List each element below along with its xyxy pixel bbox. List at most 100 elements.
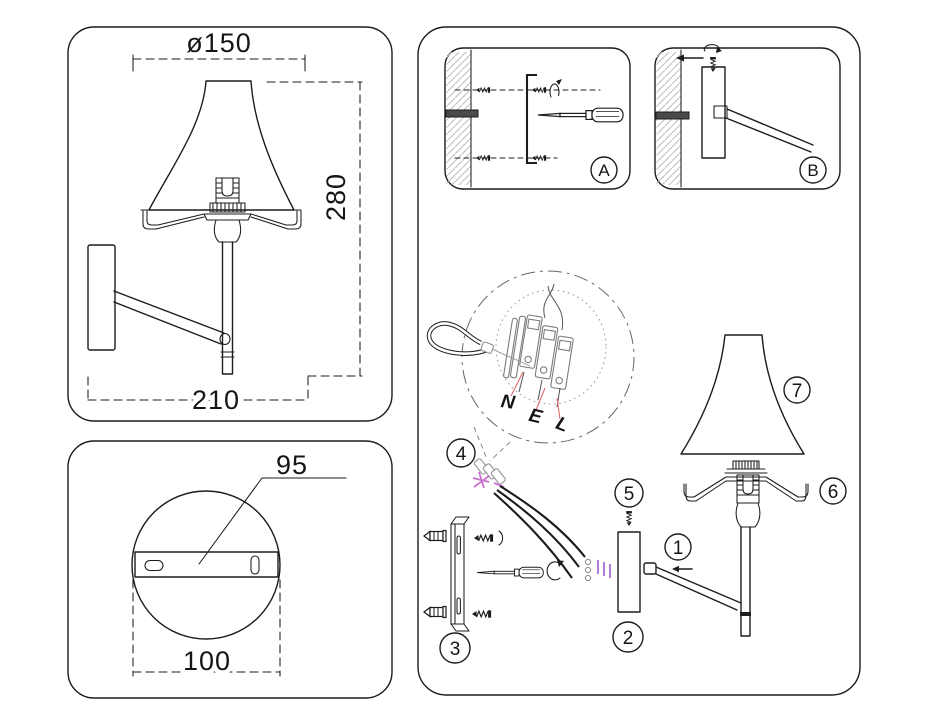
knurled-ring bbox=[209, 202, 246, 213]
backplate-circle bbox=[131, 490, 281, 640]
knurled-ring-6 bbox=[732, 460, 760, 470]
part-6-label: 6 bbox=[828, 482, 839, 503]
part-7-badge: 7 bbox=[783, 376, 811, 404]
part-6-badge: 6 bbox=[819, 477, 847, 505]
rotate-screw-icon-b bbox=[703, 44, 722, 53]
wiring-detail-bubble: N E L bbox=[426, 270, 635, 462]
mounting-bar-edge-b bbox=[655, 111, 690, 120]
step-a-box: A bbox=[444, 47, 631, 190]
depth-label: 210 bbox=[192, 385, 240, 415]
dimension-plate-100: 100 bbox=[132, 579, 281, 681]
part-2-cover-plate: 2 bbox=[612, 531, 644, 653]
cover-plate-b bbox=[701, 66, 726, 159]
wire-end-ferrules bbox=[584, 558, 592, 582]
backplate-ghost-circle bbox=[495, 289, 607, 405]
step-b-box: B bbox=[654, 44, 841, 190]
panel-assembly: A B bbox=[417, 26, 861, 696]
part-3-fixings: 3 bbox=[423, 516, 564, 664]
supply-wires-top bbox=[543, 283, 564, 331]
height-label: 280 bbox=[321, 173, 351, 221]
wire-label-n: N bbox=[500, 391, 518, 414]
lamp-wires bbox=[493, 485, 586, 579]
part-5-screw: 5 bbox=[614, 478, 644, 527]
socket-cup bbox=[213, 219, 242, 243]
lamp-socket bbox=[203, 177, 252, 243]
panel-side-view: ø150 bbox=[67, 26, 393, 422]
mounting-bar bbox=[134, 551, 279, 578]
part-5-badge: 5 bbox=[614, 478, 644, 508]
screwdriver-icon-2 bbox=[476, 566, 544, 579]
part-2-label: 2 bbox=[623, 628, 634, 649]
wire-labels: N E L bbox=[500, 371, 572, 437]
crimp-terminals-icon bbox=[473, 458, 506, 485]
cover-plate bbox=[617, 531, 641, 613]
arm-ferrule bbox=[643, 562, 657, 575]
wire-end-marks bbox=[597, 560, 611, 578]
part-7-label: 7 bbox=[792, 381, 803, 402]
wall-anchor-icon bbox=[423, 605, 447, 619]
part-1-label: 1 bbox=[673, 538, 684, 559]
diameter-dim-ticks bbox=[132, 54, 306, 72]
part-2-badge: 2 bbox=[612, 621, 644, 653]
bracket-leader-line bbox=[198, 477, 347, 565]
bracket-section-a bbox=[525, 73, 537, 165]
panel-back-view-border bbox=[67, 440, 393, 699]
part-1-arm: 1 bbox=[643, 533, 742, 611]
wire-label-e: E bbox=[527, 405, 546, 429]
lamp-stem bbox=[220, 241, 235, 375]
spider-arms-6 bbox=[683, 476, 809, 502]
panel-side-view-border bbox=[67, 26, 393, 422]
dimension-diameter: ø150 bbox=[132, 28, 306, 72]
bracket-label: 95 bbox=[276, 450, 308, 480]
mounting-slot-left bbox=[144, 559, 164, 572]
ground-cable-loop bbox=[426, 321, 531, 367]
step-b-border bbox=[654, 47, 841, 190]
detail-bubble-circle bbox=[461, 270, 635, 444]
bracket-screw-bottom bbox=[471, 609, 492, 619]
height-dim-lines bbox=[266, 81, 363, 377]
part-3-label: 3 bbox=[450, 639, 461, 660]
screw-icon-part5 bbox=[625, 510, 633, 527]
set-screw-icon bbox=[709, 56, 717, 73]
stem-6 bbox=[740, 526, 751, 637]
part-1-badge: 1 bbox=[664, 533, 692, 561]
rotate-arrow-icon bbox=[546, 560, 564, 581]
shade-spider bbox=[140, 209, 302, 230]
dimension-depth: 210 bbox=[87, 376, 309, 420]
wall-hatching-a bbox=[446, 52, 471, 185]
step-a-label: A bbox=[598, 161, 610, 180]
part-3-badge: 3 bbox=[439, 632, 471, 664]
dimension-bracket-95: 95 bbox=[198, 450, 347, 565]
step-b-badge: B bbox=[799, 156, 827, 184]
wall-anchor-icon bbox=[423, 529, 447, 543]
rotate-screw-icon bbox=[549, 79, 562, 98]
diameter-label: ø150 bbox=[186, 28, 252, 58]
terminal-block-group bbox=[503, 314, 574, 390]
plate-label: 100 bbox=[183, 646, 231, 676]
panel-assembly-border bbox=[417, 26, 861, 696]
part-4-label: 4 bbox=[456, 444, 467, 465]
part-7-shade: 7 bbox=[680, 334, 811, 455]
mounting-bar-edge-a bbox=[445, 109, 479, 118]
part-4-connector: 4 bbox=[446, 438, 611, 582]
step-a-badge: A bbox=[590, 156, 618, 184]
arm-joint bbox=[219, 332, 231, 346]
shade-7-outline bbox=[680, 334, 805, 455]
push-to-wall-arrow bbox=[676, 54, 704, 62]
arm-tube bbox=[655, 566, 742, 611]
cable-leader-line bbox=[491, 348, 531, 367]
wall-plate-side bbox=[87, 244, 116, 351]
dimension-height: 280 bbox=[266, 81, 363, 377]
panel-back-view: 95 100 bbox=[67, 440, 393, 699]
lamp-arm bbox=[113, 290, 231, 346]
wire-label-l: L bbox=[553, 413, 572, 437]
bracket-screw-top bbox=[473, 530, 504, 546]
bubble-pointer bbox=[473, 426, 511, 462]
insert-arrow bbox=[672, 565, 693, 573]
arm-socket-knob bbox=[713, 105, 728, 119]
stem-band bbox=[740, 612, 751, 616]
step-a-border bbox=[444, 47, 631, 190]
wire-label-leaders bbox=[510, 371, 561, 420]
